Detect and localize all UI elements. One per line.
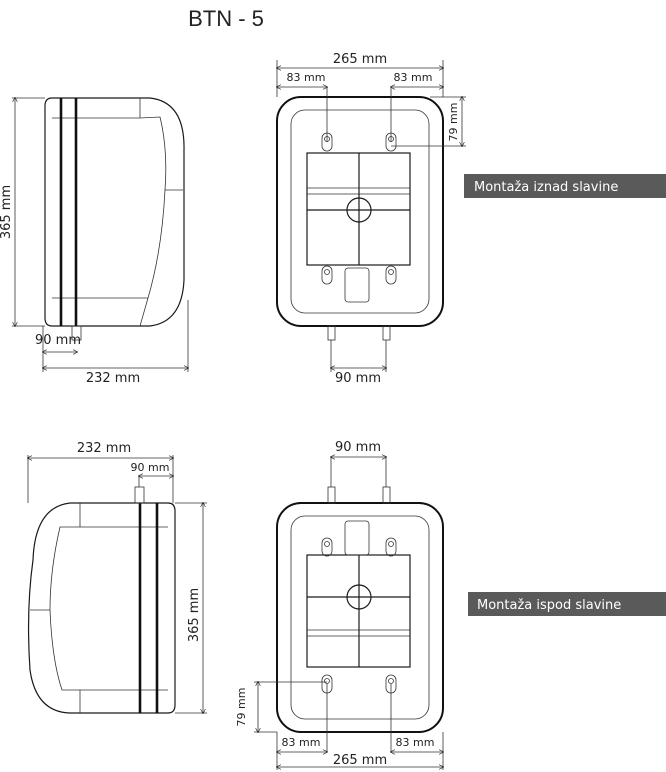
bottom-front-view: 90 mm 79 mm 83 mm 83 mm 265 mm	[235, 440, 444, 770]
water-connector	[71, 325, 82, 341]
water-connector	[134, 486, 145, 504]
dimension-left-offset: 83 mm	[287, 71, 326, 84]
dimension-right-offset: 83 mm	[394, 71, 433, 84]
bracket-icon	[344, 520, 370, 556]
bracket-icon	[344, 267, 370, 303]
dimension-connector-offset: 90 mm	[131, 461, 170, 474]
top-side-view: 365 mm 90 mm 232 mm	[0, 98, 188, 386]
dimension-vertical-offset: 79 mm	[447, 103, 460, 142]
dimension-connector-spacing: 90 mm	[335, 371, 381, 386]
dimension-right-offset: 83 mm	[396, 736, 435, 749]
bottom-side-view: 232 mm 90 mm 365 mm	[28, 441, 207, 713]
dimension-width: 265 mm	[333, 52, 387, 67]
mounting-label-above: Montaža iznad slavine	[474, 180, 618, 195]
dimension-height: 365 mm	[0, 185, 14, 239]
dimension-connector-offset: 90 mm	[35, 333, 81, 348]
mounting-label-box	[464, 174, 666, 198]
mounting-label-box	[468, 592, 666, 616]
dimension-height: 365 mm	[187, 588, 202, 642]
dimension-vertical-offset: 79 mm	[235, 688, 248, 727]
top-front-view: 265 mm 83 mm 83 mm 79 mm 90 mm	[276, 52, 466, 386]
dimension-width: 265 mm	[333, 753, 387, 768]
mounting-label-below: Montaža ispod slavine	[477, 598, 621, 613]
dimension-left-offset: 83 mm	[282, 736, 321, 749]
dimension-depth: 232 mm	[77, 441, 131, 456]
drawing-title: BTN - 5	[188, 6, 264, 31]
dimension-connector-spacing: 90 mm	[335, 440, 381, 455]
dimension-depth: 232 mm	[86, 371, 140, 386]
